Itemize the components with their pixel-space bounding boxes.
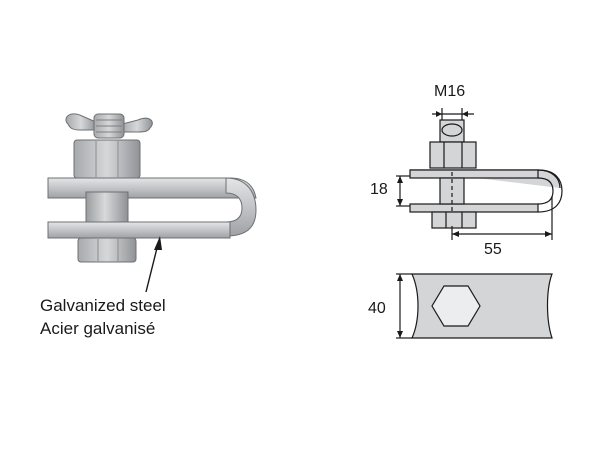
- hex-nut: [73, 139, 141, 179]
- side-view-drawing: [396, 108, 563, 240]
- bottom-plate: [47, 221, 231, 239]
- dimension-length-label: 55: [484, 241, 502, 258]
- clevis-photo: [47, 113, 257, 293]
- dimension-width-label: 40: [368, 300, 386, 317]
- dimension-thread-label: M16: [434, 83, 466, 100]
- top-view-drawing: [396, 273, 553, 339]
- hex-head-icon: [431, 285, 481, 327]
- bolt-head: [77, 237, 137, 263]
- material-pointer-arrow: [145, 243, 159, 293]
- top-plate: [47, 177, 257, 199]
- wing-nut: [65, 113, 153, 139]
- dimension-height-label: 18: [370, 181, 388, 198]
- material-label-french: Acier galvanisé: [40, 319, 156, 338]
- material-label-english: Galvanized steel: [40, 296, 166, 315]
